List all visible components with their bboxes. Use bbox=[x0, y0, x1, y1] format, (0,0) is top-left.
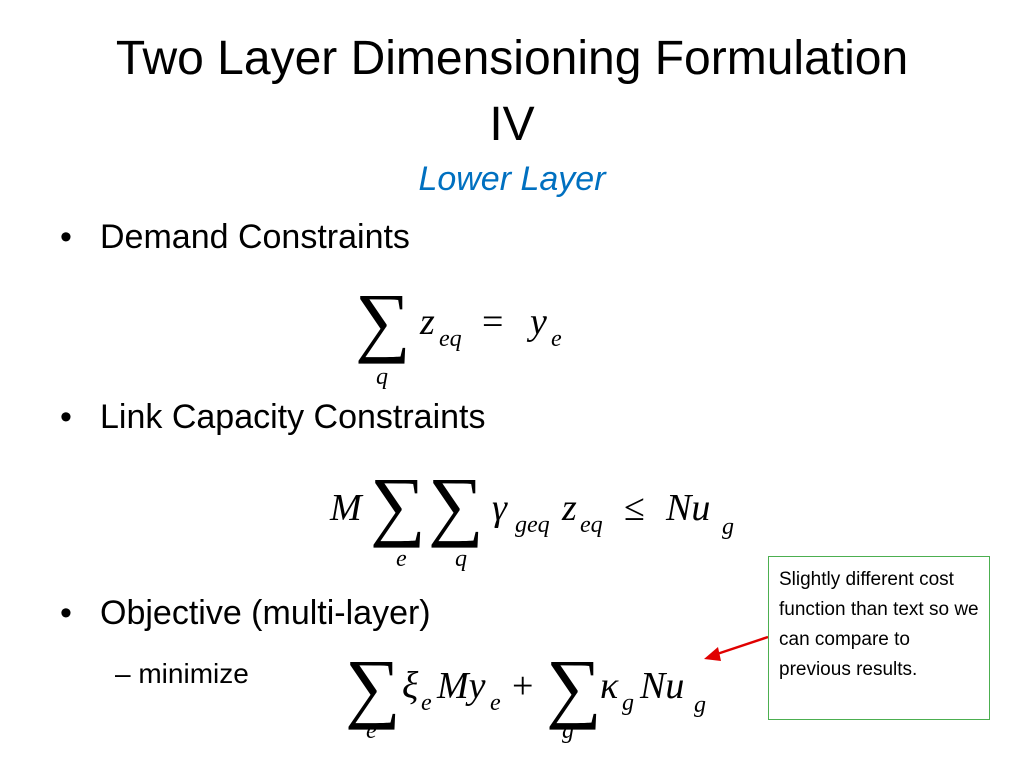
sub-g: g bbox=[694, 692, 706, 718]
var-Nu: Nu bbox=[666, 487, 711, 529]
title-line-1: Two Layer Dimensioning Formulation bbox=[115, 32, 909, 85]
callout-note: Slightly different cost function than te… bbox=[768, 556, 990, 720]
plus-sign: + bbox=[512, 665, 534, 707]
var-Nu: Nu bbox=[640, 665, 685, 707]
title-line-2: IV bbox=[489, 98, 535, 151]
var-M: M bbox=[330, 487, 362, 529]
bullet-dot: • bbox=[60, 594, 72, 632]
sub-geq: geq bbox=[515, 512, 550, 538]
slide-subtitle: Lower Layer bbox=[418, 160, 606, 198]
sub-e: e bbox=[490, 690, 501, 716]
sum-symbol-g: ∑ bbox=[546, 643, 602, 730]
bullet-text: Objective (multi-layer) bbox=[100, 594, 431, 632]
var-My: My bbox=[437, 665, 486, 707]
bullet-demand-constraints: • Demand Constraints bbox=[60, 218, 410, 257]
var-y: y bbox=[530, 301, 547, 343]
bullet-text: Link Capacity Constraints bbox=[100, 398, 486, 436]
sum-symbol-e: ∑ bbox=[345, 643, 401, 730]
sub-g: g bbox=[622, 690, 634, 716]
sub-bullet-minimize: – minimize bbox=[115, 658, 249, 689]
sub-e: e bbox=[421, 690, 432, 716]
sum-index-e: e bbox=[366, 718, 377, 744]
var-z: z bbox=[562, 487, 577, 529]
bullet-link-capacity: • Link Capacity Constraints bbox=[60, 398, 486, 437]
sum-symbol-q: ∑ bbox=[428, 461, 484, 548]
var-gamma: γ bbox=[492, 487, 507, 529]
var-kappa: κ bbox=[600, 665, 619, 707]
sub-e: e bbox=[551, 326, 562, 352]
sub-eq: eq bbox=[580, 512, 603, 538]
sum-index-g: g bbox=[562, 718, 574, 744]
less-equal-sign: ≤ bbox=[624, 487, 645, 529]
sub-eq: eq bbox=[439, 326, 462, 352]
sum-symbol-e: ∑ bbox=[370, 461, 426, 548]
arrow-line bbox=[713, 635, 769, 657]
var-z: z bbox=[420, 301, 435, 343]
sub-g: g bbox=[722, 514, 734, 540]
bullet-objective: • Objective (multi-layer) bbox=[60, 594, 431, 633]
slide-title: Two Layer Dimensioning Formulation IV bbox=[40, 26, 984, 158]
sum-index-q: q bbox=[455, 546, 467, 572]
bullet-text: Demand Constraints bbox=[100, 218, 410, 256]
equals-sign: = bbox=[482, 301, 504, 343]
sum-symbol: ∑ bbox=[355, 277, 411, 364]
bullet-dot: • bbox=[60, 218, 72, 256]
arrow-head bbox=[704, 647, 721, 661]
bullet-dot: • bbox=[60, 398, 72, 436]
var-xi: ξ bbox=[402, 665, 419, 707]
sum-index: q bbox=[376, 364, 388, 390]
sum-index-e: e bbox=[396, 546, 407, 572]
